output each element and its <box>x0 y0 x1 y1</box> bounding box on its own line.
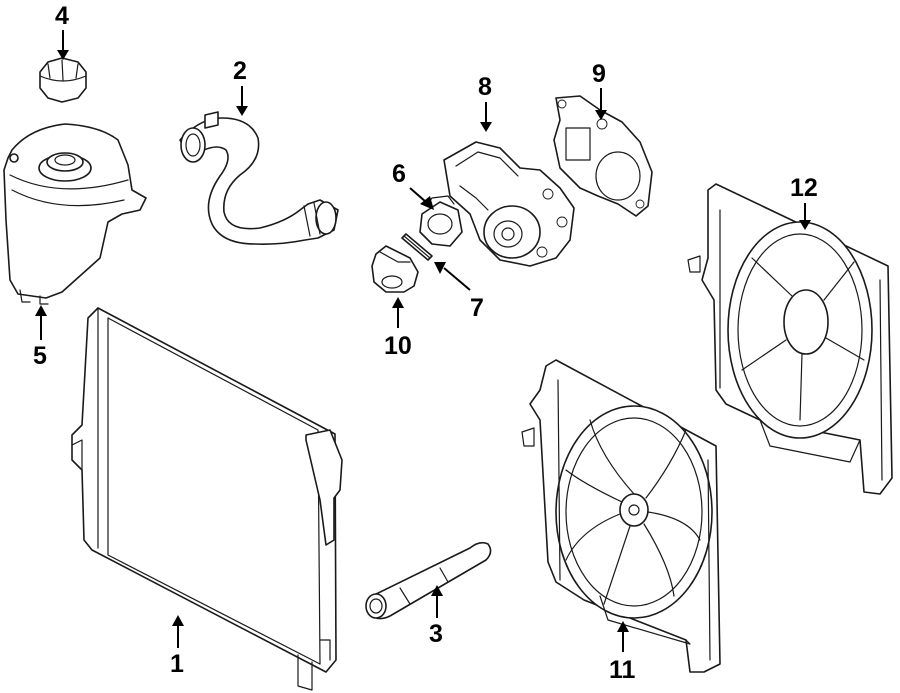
callout-6: 6 <box>392 160 434 210</box>
callout-1: 1 <box>170 615 184 678</box>
callout-9: 9 <box>592 60 607 120</box>
callout-label-2: 2 <box>233 57 247 85</box>
callout-5: 5 <box>33 305 47 370</box>
callout-label-7: 7 <box>470 294 484 322</box>
part-5-expansion-tank <box>3 123 147 305</box>
callout-label-11: 11 <box>609 656 636 684</box>
callout-4: 4 <box>55 2 69 60</box>
callout-label-6: 6 <box>392 160 406 188</box>
part-7-gasket <box>401 233 433 261</box>
part-1-radiator <box>71 307 343 691</box>
callout-label-5: 5 <box>33 342 47 370</box>
callout-12: 12 <box>790 174 818 230</box>
callout-label-9: 9 <box>592 60 606 88</box>
part-2-upper-hose <box>179 111 339 245</box>
callout-3: 3 <box>429 585 443 648</box>
callout-7: 7 <box>434 262 484 322</box>
callout-10: 10 <box>384 297 412 360</box>
callout-label-4: 4 <box>55 2 69 30</box>
callout-8: 8 <box>478 73 492 132</box>
part-4-expansion-tank-cap <box>39 57 87 103</box>
callout-label-8: 8 <box>478 73 492 101</box>
callout-11: 11 <box>609 621 636 684</box>
part-12-fan-shroud <box>687 183 893 495</box>
part-10-coolant-outlet <box>371 245 419 293</box>
callout-2: 2 <box>233 57 248 116</box>
part-3-lower-hose <box>365 541 492 620</box>
part-11-fan-assembly <box>521 359 721 673</box>
callout-label-10: 10 <box>384 332 412 360</box>
callout-label-1: 1 <box>170 650 184 678</box>
callout-label-12: 12 <box>790 174 818 202</box>
part-9-pump-gasket <box>553 95 653 217</box>
callout-label-3: 3 <box>429 620 443 648</box>
part-6-thermostat <box>419 195 463 247</box>
part-8-water-pump <box>443 141 575 267</box>
